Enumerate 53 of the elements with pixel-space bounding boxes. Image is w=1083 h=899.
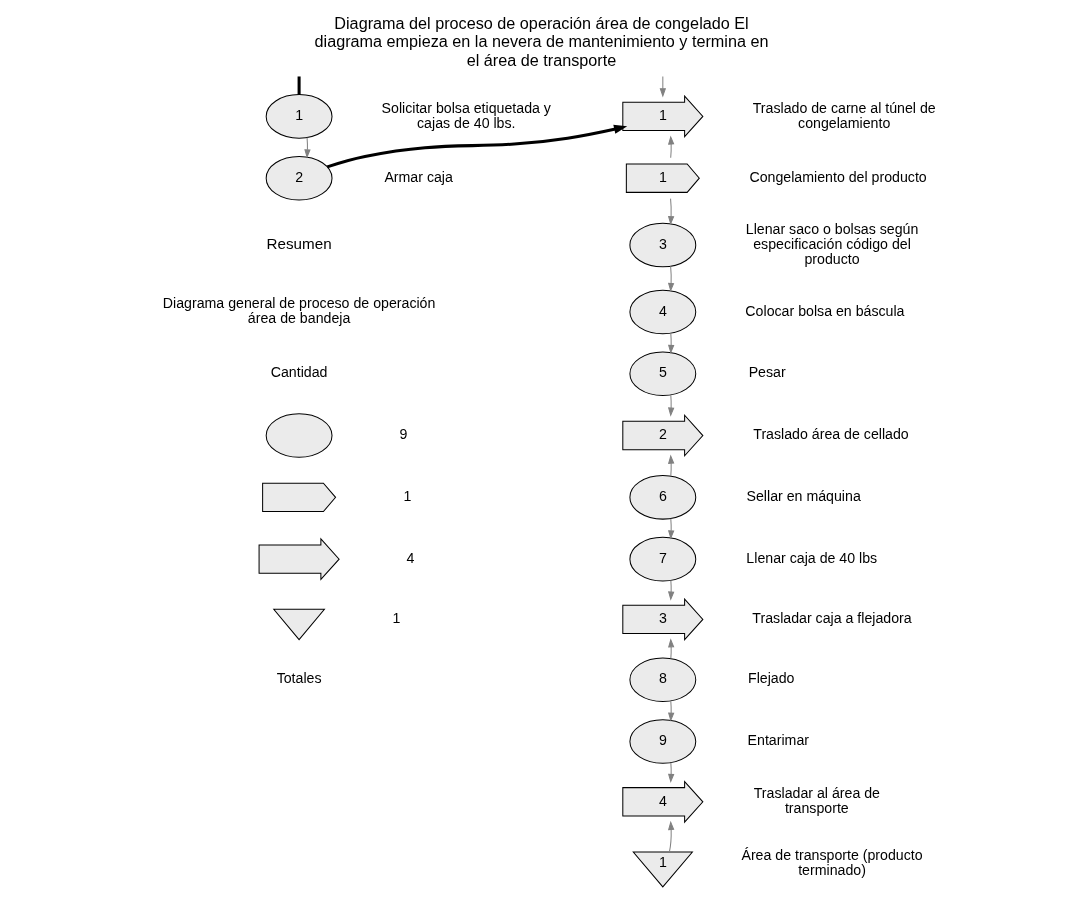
node-label: Área de transporte (producto terminado) <box>741 846 923 878</box>
arrow <box>667 454 675 477</box>
diagram-title: Diagrama del proceso de operación área de congelado El diagrama empieza en la nevera de mantenimiento y termina en el área de transporte <box>314 14 769 69</box>
node-ellipse: 1 <box>265 94 333 139</box>
node-label: Traslado de carne al túnel de congelamiento <box>752 99 936 131</box>
label: Cantidad <box>270 364 328 381</box>
node-ellipse: 9 <box>629 719 697 764</box>
arrow <box>659 75 667 98</box>
node-label: Trasladar al área de transporte <box>753 784 880 817</box>
node-label: Trasladar caja a flejadora <box>752 610 912 627</box>
label: 1 <box>403 488 412 505</box>
node-delay <box>262 482 337 513</box>
node-label: Colocar bolsa en báscula <box>745 302 905 319</box>
connector <box>297 76 301 95</box>
arrow <box>667 394 675 417</box>
arrow <box>667 198 675 226</box>
node-ellipse: 4 <box>629 289 697 335</box>
node-label: Solicitar bolsa etiquetada y cajas de 40 lbs. <box>381 99 551 131</box>
arrow <box>668 518 675 540</box>
node-label: Llenar saco o bolsas según especificación código del producto <box>745 220 919 268</box>
arrow <box>668 700 675 722</box>
label: Resumen <box>266 234 332 252</box>
label: 9 <box>399 426 408 443</box>
arrow <box>668 762 675 784</box>
label: Totales <box>276 670 322 687</box>
label: 1 <box>392 610 401 627</box>
node-label: Entarimar <box>747 732 810 749</box>
label: 4 <box>406 549 415 566</box>
arrow <box>304 137 311 159</box>
node-ellipse: 6 <box>629 475 697 520</box>
arrow <box>668 638 675 659</box>
arrow <box>667 265 675 293</box>
arrow <box>326 124 628 169</box>
node-label: Armar caja <box>384 168 453 185</box>
node-label: Congelamiento del producto <box>749 168 927 185</box>
arrow <box>668 580 675 601</box>
node-triangle <box>272 608 326 641</box>
node-ellipse: 8 <box>629 657 697 702</box>
node-label: Llenar caja de 40 lbs <box>746 549 878 566</box>
label: Diagrama general de proceso de operación área de bandeja <box>162 295 436 327</box>
node-label: Sellar en máquina <box>746 488 861 505</box>
node-ellipse: 2 <box>265 155 333 201</box>
node-ellipse: 3 <box>629 222 697 268</box>
node-ellipse: 7 <box>629 536 697 582</box>
node-ellipse: 5 <box>629 351 697 397</box>
node-label: Pesar <box>748 364 786 381</box>
arrow <box>667 135 675 159</box>
node-circle <box>265 413 333 458</box>
node-label: Flejado <box>748 670 795 687</box>
node-arrow <box>258 537 340 581</box>
arrow <box>668 332 675 355</box>
arrow <box>667 820 675 853</box>
node-label: Traslado área de cellado <box>753 426 909 443</box>
